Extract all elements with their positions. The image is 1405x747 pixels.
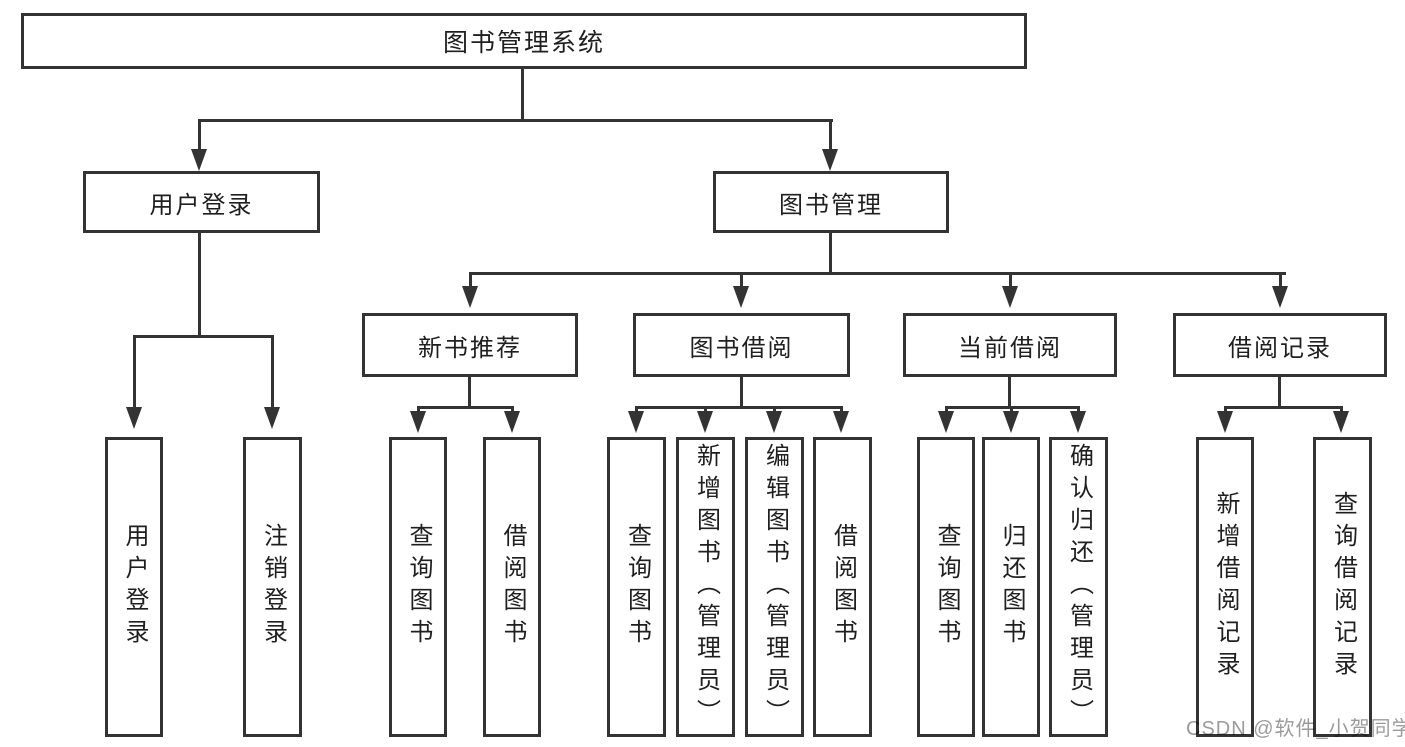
arrow-to-book-borrow-icon xyxy=(733,286,749,308)
node-label: 查询图书 xyxy=(933,523,960,651)
arrow-a2-icon xyxy=(504,411,520,433)
leaf-add-books-admin: 新增图书（管理员） xyxy=(676,437,735,737)
arrow-to-new-book-icon xyxy=(462,286,478,308)
edge-to-new-book-shaft xyxy=(469,272,472,288)
leaf-query-borrow-record: 查询借阅记录 xyxy=(1313,437,1372,737)
edge-book-management-split xyxy=(469,272,1286,275)
node-label: 用户登录 xyxy=(121,523,148,651)
arrow-to-login-leaf-icon xyxy=(126,407,142,429)
node-new-book-recommend: 新书推荐 xyxy=(362,313,578,377)
edge-group-d-split xyxy=(1224,406,1343,409)
edge-c1-shaft xyxy=(945,406,948,414)
leaf-user-login: 用户登录 xyxy=(105,437,163,737)
edge-user-login-stem xyxy=(198,233,201,335)
edge-group-c-stem xyxy=(1008,377,1011,407)
leaf-add-borrow-record: 新增借阅记录 xyxy=(1196,437,1254,737)
edge-to-book-borrow-shaft xyxy=(740,272,743,288)
node-root-library-system: 图书管理系统 xyxy=(21,13,1027,69)
leaf-logout: 注销登录 xyxy=(243,437,302,737)
edge-group-a-stem xyxy=(468,377,471,407)
edge-to-book-management-shaft xyxy=(829,119,832,151)
arrow-c3-icon xyxy=(1070,411,1086,433)
edge-group-a-split xyxy=(417,406,514,409)
edge-to-logout-leaf-shaft xyxy=(271,335,274,409)
edge-to-borrow-records-shaft xyxy=(1279,272,1282,288)
node-book-management: 图书管理 xyxy=(713,171,949,233)
edge-user-login-split xyxy=(133,335,274,338)
node-book-borrow: 图书借阅 xyxy=(633,313,850,377)
edge-d1-shaft xyxy=(1224,406,1227,414)
leaf-return-books: 归还图书 xyxy=(982,437,1040,737)
leaf-edit-books-admin: 编辑图书（管理员） xyxy=(745,437,804,737)
node-label: 图书管理系统 xyxy=(442,29,605,57)
arrow-b1-icon xyxy=(628,411,644,433)
arrow-to-current-borrow-icon xyxy=(1002,286,1018,308)
node-label: 当前借阅 xyxy=(958,334,1062,362)
node-label: 确认归还（管理员） xyxy=(1065,443,1093,731)
node-label: 注销登录 xyxy=(259,523,287,651)
leaf-query-books-borrow: 查询图书 xyxy=(607,437,666,737)
node-borrow-records: 借阅记录 xyxy=(1173,313,1387,377)
edge-a2-shaft xyxy=(511,406,514,414)
node-label: 借阅记录 xyxy=(1228,334,1332,362)
arrow-c1-icon xyxy=(938,411,954,433)
arrow-to-user-login-icon xyxy=(191,149,207,171)
arrow-b3-icon xyxy=(766,411,782,433)
edge-b3-shaft xyxy=(773,406,776,414)
edge-root-stem xyxy=(521,69,524,119)
edge-to-login-leaf-shaft xyxy=(133,335,136,409)
edge-group-b-split xyxy=(635,406,843,409)
node-label: 图书管理 xyxy=(779,191,883,219)
arrow-d1-icon xyxy=(1217,411,1233,433)
node-user-login: 用户登录 xyxy=(83,171,320,233)
arrow-to-book-management-icon xyxy=(822,149,838,171)
arrow-d2-icon xyxy=(1333,411,1349,433)
node-label: 用户登录 xyxy=(149,191,254,219)
edge-to-user-login-shaft xyxy=(198,119,201,151)
edge-b1-shaft xyxy=(635,406,638,414)
arrow-b2-icon xyxy=(697,411,713,433)
edge-b2-shaft xyxy=(704,406,707,414)
edge-root-split xyxy=(198,119,833,122)
leaf-borrow-books: 借阅图书 xyxy=(813,437,872,737)
leaf-query-books-current: 查询图书 xyxy=(917,437,975,737)
node-current-borrow: 当前借阅 xyxy=(903,313,1117,377)
arrow-a1-icon xyxy=(410,411,426,433)
arrow-c2-icon xyxy=(1003,411,1019,433)
leaf-query-books-recommend: 查询图书 xyxy=(389,437,447,737)
node-label: 借阅图书 xyxy=(829,523,857,651)
leaf-borrow-books-recommend: 借阅图书 xyxy=(483,437,541,737)
edge-c3-shaft xyxy=(1077,406,1080,414)
edge-b4-shaft xyxy=(840,406,843,414)
arrow-to-borrow-records-icon xyxy=(1272,286,1288,308)
node-label: 新书推荐 xyxy=(418,334,522,362)
edge-d2-shaft xyxy=(1340,406,1343,414)
edge-c2-shaft xyxy=(1010,406,1013,414)
edge-a1-shaft xyxy=(417,406,420,414)
arrow-to-logout-leaf-icon xyxy=(264,407,280,429)
node-label: 归还图书 xyxy=(998,523,1025,651)
node-label: 图书借阅 xyxy=(689,334,794,362)
node-label: 编辑图书（管理员） xyxy=(761,443,789,731)
node-label: 查询借阅记录 xyxy=(1329,491,1357,683)
node-label: 查询图书 xyxy=(623,523,651,651)
edge-group-b-stem xyxy=(740,377,743,407)
leaf-confirm-return-admin: 确认归还（管理员） xyxy=(1049,437,1108,737)
node-label: 查询图书 xyxy=(405,523,432,651)
arrow-b4-icon xyxy=(833,411,849,433)
edge-group-d-stem xyxy=(1278,377,1281,407)
node-label: 新增借阅记录 xyxy=(1212,491,1239,683)
csdn-watermark: CSDN @软件_小贺同学 xyxy=(1186,718,1405,740)
edge-book-management-stem xyxy=(829,233,832,272)
node-label: 新增图书（管理员） xyxy=(692,443,720,731)
node-label: 借阅图书 xyxy=(499,523,526,651)
edge-to-current-borrow-shaft xyxy=(1009,272,1012,288)
